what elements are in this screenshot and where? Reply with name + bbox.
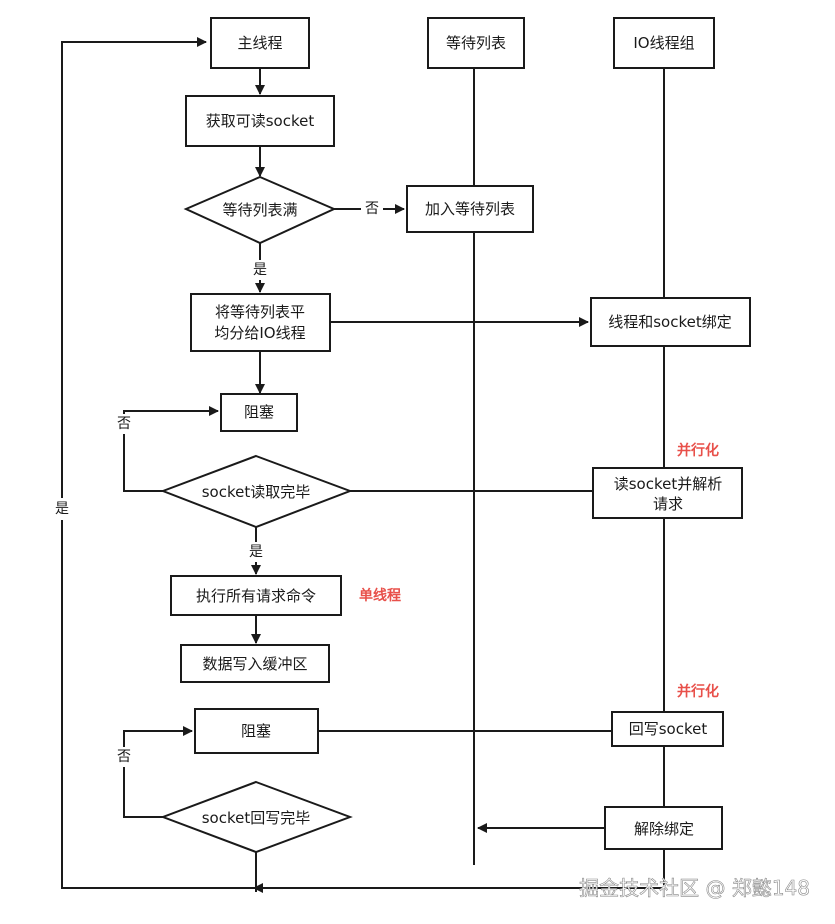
socket-write-done-decision: [160, 780, 353, 854]
edge-labels: 否 是 否 是 否 是: [55, 201, 379, 765]
edge-label-no-full: 否: [365, 201, 379, 217]
column-wait-list-label: 等待列表: [446, 34, 506, 52]
distribute-line1-label: 将等待列表平: [215, 303, 305, 321]
edge-label-yes-read: 是: [249, 544, 263, 560]
block-read-label: 阻塞: [244, 403, 274, 421]
unbind-label: 解除绑定: [634, 820, 694, 838]
read-parse-line2-label: 请求: [653, 495, 683, 513]
wait-list-full-decision: [183, 175, 337, 245]
column-wait-list-box: [427, 17, 525, 69]
connector-lines: [61, 37, 665, 893]
node-labels: 主线程 等待列表 IO线程组 获取可读socket 等待列表满 加入等待列表 将…: [196, 34, 732, 838]
edge-label-no-write: 否: [117, 749, 131, 765]
block-write-label: 阻塞: [241, 722, 271, 740]
write-back-socket-label: 回写socket: [629, 720, 708, 738]
edge-write-no-loop: [123, 726, 193, 818]
bind-thread-socket-label: 线程和socket绑定: [608, 313, 732, 331]
column-main-label: 主线程: [237, 34, 282, 52]
socket-read-done-label: socket读取完毕: [202, 483, 311, 501]
edge-label-yes-loop: 是: [55, 501, 69, 517]
block-write-box: [194, 708, 319, 754]
read-parse-box: [592, 467, 743, 519]
edge-read-no-loop: [123, 406, 219, 492]
read-parse-line1-label: 读socket并解析: [614, 475, 723, 493]
distribute-line2-label: 均分给IO线程: [214, 324, 305, 342]
distribute-to-io-box: [190, 293, 331, 352]
edge-label-yes-full: 是: [253, 262, 267, 278]
note-parallel-2: 并行化: [677, 683, 719, 700]
bind-thread-socket-box: [590, 297, 751, 347]
exec-commands-box: [170, 575, 342, 616]
column-io-group-label: IO线程组: [633, 34, 694, 52]
write-buffer-label: 数据写入缓冲区: [202, 655, 307, 673]
note-single-thread: 单线程: [359, 587, 401, 604]
socket-read-done-decision: [160, 454, 353, 529]
edge-label-no-read: 否: [117, 416, 131, 432]
block-read-box: [220, 393, 298, 432]
socket-write-done-label: socket回写完毕: [202, 809, 311, 827]
get-readable-socket-label: 获取可读socket: [206, 112, 315, 130]
column-io-group-box: [613, 17, 715, 69]
label-backgrounds: [50, 199, 383, 767]
add-to-wait-list-label: 加入等待列表: [425, 200, 515, 218]
column-main-box: [210, 17, 310, 69]
write-buffer-box: [180, 644, 330, 683]
get-readable-socket-box: [185, 95, 335, 147]
add-to-wait-list-box: [406, 185, 534, 233]
exec-commands-label: 执行所有请求命令: [196, 587, 316, 605]
note-parallel-1: 并行化: [677, 442, 719, 459]
wait-list-full-label: 等待列表满: [222, 201, 297, 219]
shapes: [160, 17, 751, 854]
watermark-text: 掘金技术社区 @ 郑懿148: [579, 876, 810, 900]
write-back-socket-box: [611, 711, 724, 747]
edge-yes-outer-loop: [61, 37, 256, 889]
unbind-box: [604, 806, 723, 850]
annotations: 并行化 单线程 并行化: [359, 442, 719, 700]
